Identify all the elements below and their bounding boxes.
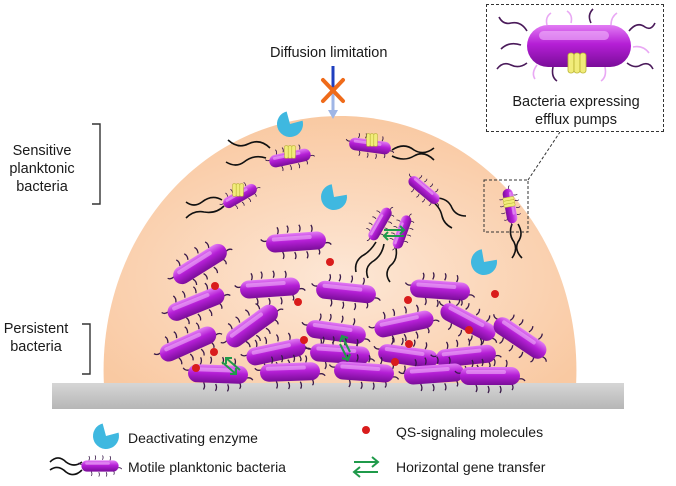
gene-transfer-arrow — [221, 334, 351, 375]
legend-motile-label: Motile planktonic bacteria — [128, 459, 286, 475]
efflux-label-line: Bacteria expressing — [512, 94, 640, 110]
diffusion-limitation-marker — [321, 66, 345, 119]
efflux-pump — [366, 133, 378, 147]
efflux-pump — [232, 183, 244, 197]
efflux-pump-inset: Bacteria expressing efflux pumps — [486, 4, 664, 132]
inset-bacterium — [496, 8, 656, 82]
legend-gene-transfer-icon — [352, 456, 380, 478]
persistent-label-line: Persistent — [3, 321, 69, 337]
persistent-bracket — [82, 323, 91, 375]
sensitive-label-line: Sensitive — [12, 143, 72, 159]
legend-enzyme-label: Deactivating enzyme — [128, 430, 258, 446]
legend-enzyme-icon — [90, 420, 122, 452]
legend-qs-icon — [362, 426, 370, 434]
efflux-pump — [284, 145, 296, 159]
qs-signaling-molecules — [192, 258, 499, 372]
persistent-bacteria-label: Persistent bacteria — [0, 320, 86, 356]
legend-motile-icon — [49, 455, 123, 477]
substrate-surface — [52, 383, 624, 409]
efflux-pump — [502, 196, 516, 208]
inset-connector — [527, 131, 561, 181]
planktonic-bacteria — [185, 139, 523, 283]
gene-transfer-arrow — [382, 225, 406, 241]
sensitive-bracket — [92, 123, 101, 205]
legend-gene-transfer-label: Horizontal gene transfer — [396, 459, 546, 475]
sensitive-label-line: planktonic — [9, 161, 75, 177]
efflux-pump-label: Bacteria expressing efflux pumps — [487, 93, 665, 129]
sensitive-bacteria-label: Sensitive planktonic bacteria — [0, 142, 92, 196]
persistent-label-line: bacteria — [10, 339, 62, 355]
efflux-highlight-box — [483, 179, 529, 233]
legend-qs-label: QS-signaling molecules — [396, 424, 544, 440]
sensitive-label-line: bacteria — [16, 179, 68, 195]
diffusion-limitation-label: Diffusion limitation — [270, 45, 388, 61]
efflux-label-line: efflux pumps — [535, 112, 617, 128]
